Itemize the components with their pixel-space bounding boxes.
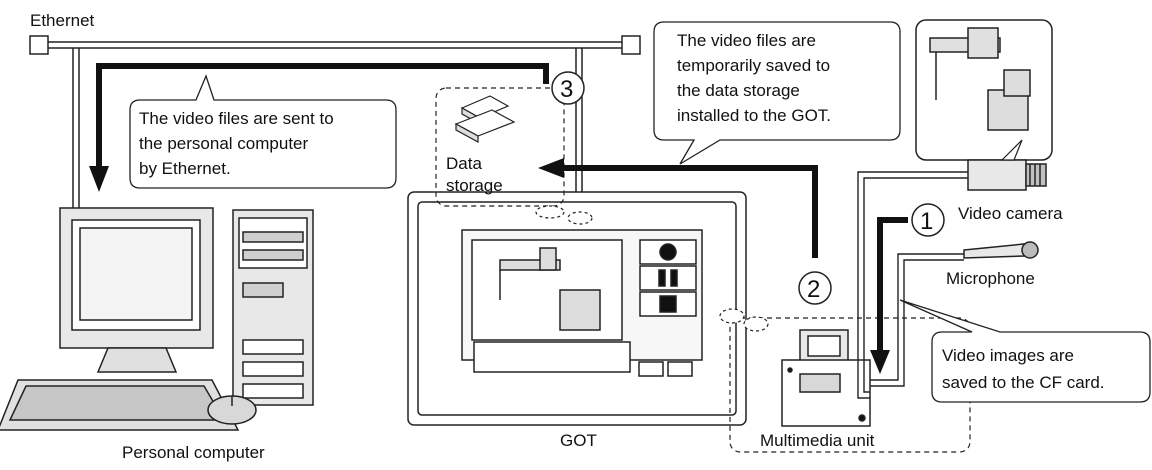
callout-temp-line-3: the data storage (677, 81, 800, 100)
step-number-1: 1 (920, 208, 933, 235)
callout-ethernet-line-3: by Ethernet. (139, 159, 231, 178)
ethernet-label: Ethernet (30, 11, 95, 30)
video-camera-label: Video camera (958, 204, 1063, 223)
got-unit (407, 191, 747, 426)
callout-temp-saved: The video files are temporarily saved to… (653, 21, 901, 165)
got-label: GOT (560, 431, 597, 450)
callout-cf-line-2: saved to the CF card. (942, 373, 1105, 392)
ethernet-bus (29, 35, 641, 210)
flow-arrows (89, 63, 908, 374)
step-circle-2: 2 (798, 271, 832, 305)
data-storage (435, 87, 593, 225)
callout-ethernet-line-2: the personal computer (139, 134, 308, 153)
personal-computer-label: Personal computer (122, 443, 265, 462)
data-storage-label-line1: Data (446, 154, 482, 173)
microphone-label: Microphone (946, 269, 1035, 288)
personal-computer (0, 207, 314, 431)
data-storage-label-line2: storage (446, 176, 503, 195)
callout-temp-line-4: installed to the GOT. (677, 106, 831, 125)
microphone (870, 241, 1039, 387)
memory-card-icon (454, 95, 516, 144)
callout-cf-line-1: Video images are (942, 346, 1074, 365)
callout-ethernet-line-1: The video files are sent to (139, 109, 334, 128)
step-number-3: 3 (560, 76, 573, 103)
callout-ethernet-send: The video files are sent to the personal… (129, 74, 397, 189)
callout-temp-line-1: The video files are (677, 31, 816, 50)
callout-temp-line-2: temporarily saved to (677, 56, 830, 75)
callout-cf-card: Video images are saved to the CF card. (899, 299, 1151, 403)
step-circle-3: 3 (551, 71, 585, 105)
step-number-2: 2 (807, 276, 820, 303)
multimedia-unit (719, 308, 971, 453)
step-circle-1: 1 (911, 203, 945, 237)
multimedia-unit-label: Multimedia unit (760, 431, 875, 450)
video-camera (857, 19, 1053, 399)
